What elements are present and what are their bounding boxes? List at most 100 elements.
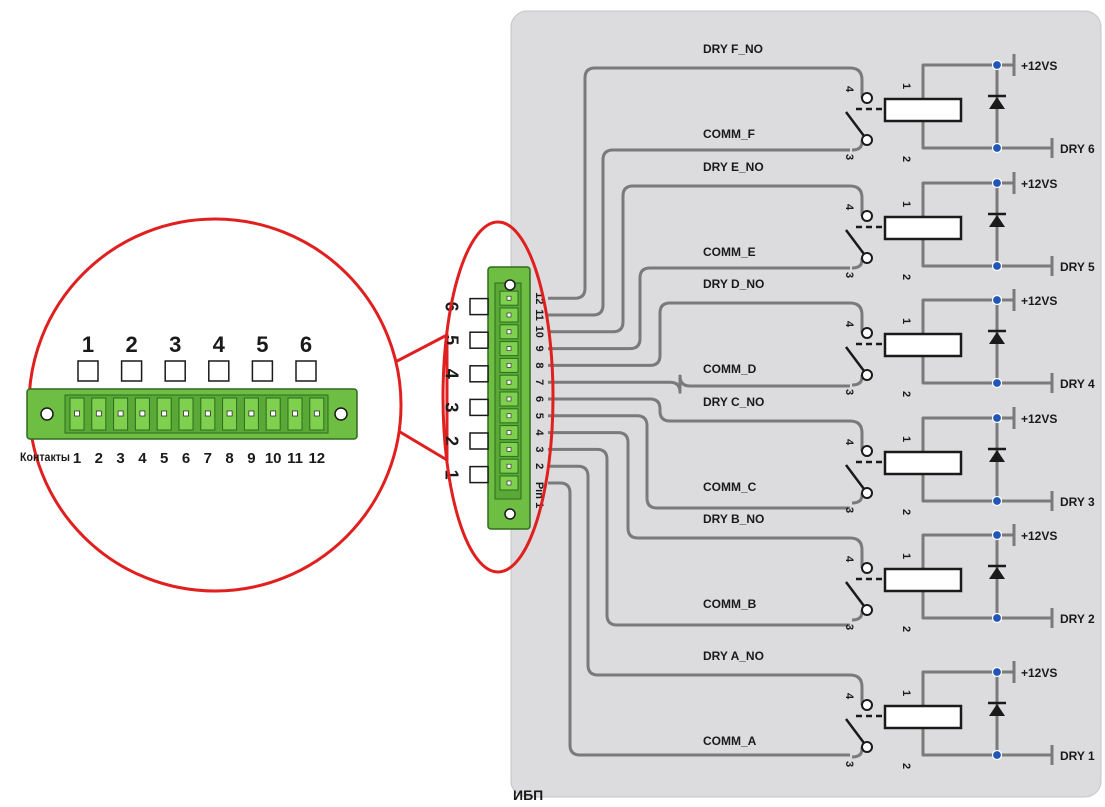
connector-pin-number: 7 bbox=[533, 379, 545, 385]
supply-label: +12VS bbox=[1021, 294, 1057, 308]
connector-pin-hole bbox=[506, 480, 512, 486]
switch-arm bbox=[845, 718, 865, 744]
switch-contact-comm bbox=[861, 134, 873, 146]
bus-wire-pin-12 bbox=[548, 66, 850, 300]
connector-pin-number: 5 bbox=[533, 413, 545, 419]
zoom-pin-number: 3 bbox=[116, 450, 124, 467]
terminal-3-label: 3 bbox=[843, 154, 855, 160]
no-line-label: DRY F_NO bbox=[703, 42, 763, 56]
zoom-pin-hole bbox=[183, 410, 189, 417]
terminal-2-label: 2 bbox=[900, 763, 912, 769]
terminal-1-label: 1 bbox=[900, 318, 912, 324]
zoom-group-number: 1 bbox=[82, 332, 94, 357]
relay-coil bbox=[883, 215, 963, 241]
bus-wire-pin-1 bbox=[548, 481, 850, 757]
junction-node bbox=[991, 612, 1003, 624]
terminal-1-label: 1 bbox=[900, 690, 912, 696]
zoom-group-tab bbox=[120, 360, 143, 382]
terminal-1-label: 1 bbox=[900, 201, 912, 207]
connector-pin-number: 8 bbox=[533, 362, 545, 368]
connector-group-tab bbox=[469, 365, 489, 383]
zoom-pin-number: 8 bbox=[225, 450, 233, 467]
terminal-2-label: 2 bbox=[900, 626, 912, 632]
terminal-4-label: 4 bbox=[843, 86, 855, 93]
zoom-screw-left bbox=[40, 407, 54, 421]
connector-group-tab bbox=[469, 297, 489, 316]
connector-group-number: 2 bbox=[441, 436, 461, 446]
connector-pin-hole bbox=[506, 413, 512, 419]
zoom-group-number: 5 bbox=[256, 332, 268, 357]
junction-node bbox=[991, 294, 1003, 306]
no-line-label: DRY E_NO bbox=[703, 160, 764, 174]
zoom-screw-right bbox=[334, 407, 348, 421]
diode-symbol bbox=[989, 567, 1005, 579]
bus-wire-pin-5 bbox=[548, 414, 850, 510]
zoom-pin-hole bbox=[204, 410, 211, 417]
bus-wire-pin-7 bbox=[548, 374, 850, 394]
connector-screw-top bbox=[504, 279, 516, 291]
diode-symbol bbox=[989, 450, 1005, 462]
connector-pin-number: 6 bbox=[533, 396, 545, 402]
comm-line-label: COMM_F bbox=[703, 127, 755, 141]
connector-group-tab bbox=[469, 465, 489, 484]
zoom-pin-number: 11 bbox=[287, 450, 303, 467]
comm-line-label: COMM_C bbox=[703, 480, 757, 494]
zoom-group-number: 4 bbox=[213, 332, 226, 357]
relay-coil bbox=[883, 567, 963, 593]
bus-wire-pin-11 bbox=[548, 148, 850, 317]
switch-contact-comm bbox=[861, 369, 873, 381]
zoom-pin-hole bbox=[161, 410, 168, 417]
zoom-pin-hole bbox=[292, 410, 298, 417]
output-label: DRY 3 bbox=[1060, 495, 1095, 509]
terminal-1-label: 1 bbox=[900, 436, 912, 442]
bus-wire-pin-6 bbox=[548, 397, 850, 423]
zoom-pin-number: 2 bbox=[95, 450, 103, 467]
bus-wire-pin-8 bbox=[548, 301, 850, 367]
coil-loop-wire bbox=[921, 533, 1052, 620]
switch-contact-no bbox=[861, 327, 873, 339]
connector-pin-hole bbox=[506, 363, 512, 368]
connector-pin-hole bbox=[506, 295, 512, 301]
bus-wire-pin-4 bbox=[548, 431, 850, 540]
zoom-pin-hole bbox=[226, 410, 233, 417]
terminal-2-label: 2 bbox=[900, 391, 912, 397]
bus-wire-pin-10 bbox=[548, 184, 850, 334]
switch-contact-comm bbox=[861, 741, 873, 753]
switch-arm bbox=[845, 229, 865, 255]
terminal-4-label: 4 bbox=[843, 556, 855, 563]
junction-node bbox=[991, 59, 1003, 71]
terminal-3-label: 3 bbox=[843, 507, 855, 513]
switch-contact-comm bbox=[861, 604, 873, 616]
junction-node bbox=[991, 142, 1003, 154]
zoom-group-tab bbox=[208, 360, 230, 382]
diode-symbol bbox=[989, 97, 1005, 109]
no-contact-wire bbox=[849, 673, 864, 705]
terminal-2-label: 2 bbox=[900, 274, 912, 280]
junction-node bbox=[991, 260, 1003, 272]
junction-node bbox=[991, 495, 1003, 507]
junction-node bbox=[991, 529, 1003, 541]
relay-coil bbox=[883, 332, 963, 358]
zoom-group-tab bbox=[77, 360, 99, 382]
zoom-pin-number: 4 bbox=[138, 450, 147, 467]
connector-group-tab bbox=[469, 398, 489, 417]
switch-contact-comm bbox=[861, 487, 873, 499]
no-contact-wire bbox=[849, 66, 864, 98]
coil-loop-wire bbox=[921, 63, 1052, 150]
connector-pin-hole bbox=[506, 346, 512, 351]
terminal-1-label: 1 bbox=[900, 83, 912, 89]
connector-pin-number: 11 bbox=[533, 309, 545, 321]
zoom-group-tab bbox=[251, 360, 274, 382]
connector-group-number: 5 bbox=[441, 335, 461, 345]
terminal-4-label: 4 bbox=[843, 204, 855, 211]
output-label: DRY 5 bbox=[1060, 260, 1095, 274]
output-label: DRY 1 bbox=[1060, 749, 1095, 763]
connector-screw-bottom bbox=[504, 508, 516, 520]
connector-group-number: 4 bbox=[441, 369, 461, 379]
connector-pin-number: 10 bbox=[533, 326, 545, 338]
supply-label: +12VS bbox=[1021, 666, 1057, 680]
